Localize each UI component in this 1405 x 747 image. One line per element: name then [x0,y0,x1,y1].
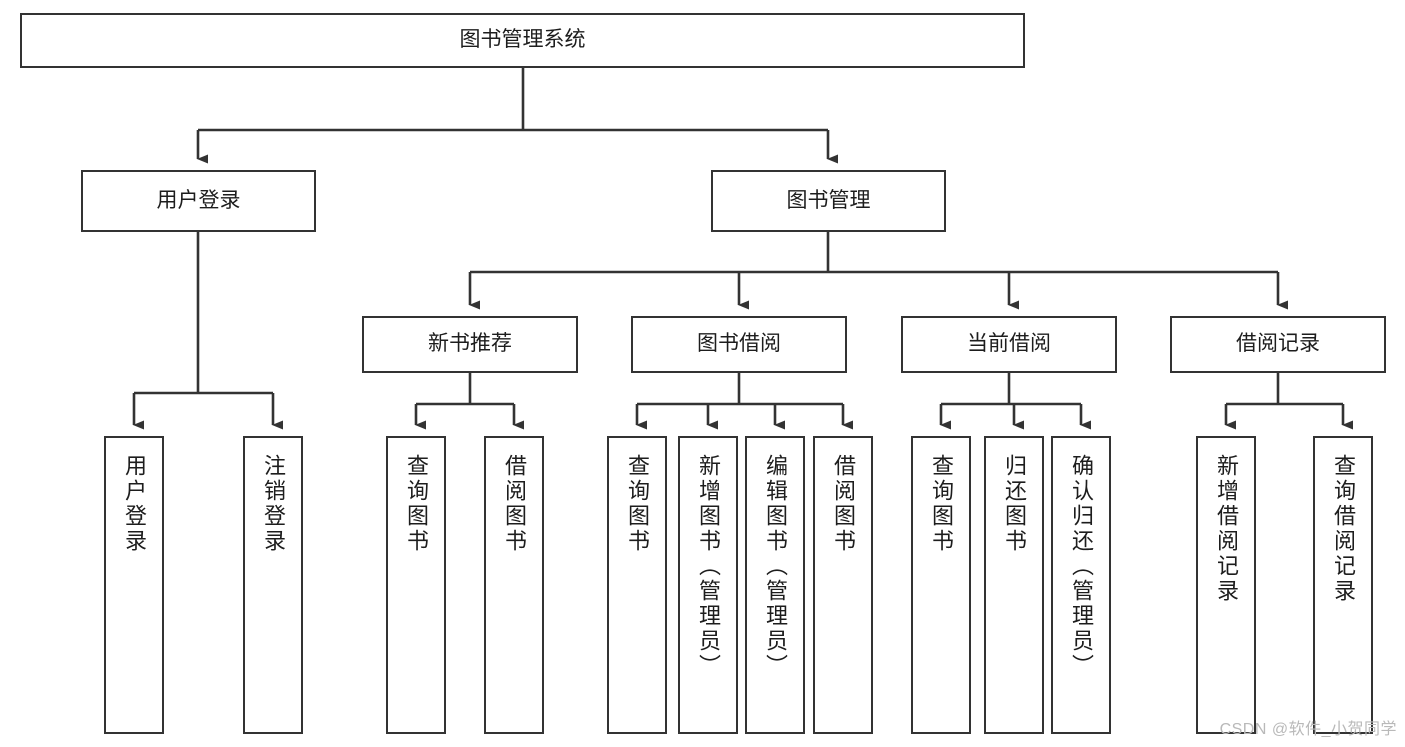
node-label: 查询图书 [625,454,650,554]
leaf-logout[interactable]: 注销登录 [243,436,303,734]
node-label: 借阅图书 [831,454,856,554]
leaf-query-book-recommendation[interactable]: 查询图书 [386,436,446,734]
node-label: 借阅记录 [1236,332,1320,356]
node-label: 用户登录 [156,188,241,212]
leaf-borrow-book-borrowing[interactable]: 借阅图书 [813,436,873,734]
leaf-query-book-borrowing[interactable]: 查询图书 [607,436,667,734]
node-label: 确认归还（管理员） [1069,454,1094,679]
node-user-login[interactable]: 用户登录 [81,170,316,232]
node-root-book-management-system[interactable]: 图书管理系统 [20,13,1025,68]
node-label: 新书推荐 [428,332,512,356]
leaf-add-book-admin[interactable]: 新增图书（管理员） [678,436,738,734]
leaf-query-borrowing-record[interactable]: 查询借阅记录 [1313,436,1373,734]
node-book-borrowing[interactable]: 图书借阅 [631,316,847,373]
node-label: 查询借阅记录 [1331,454,1356,604]
node-label: 借阅图书 [502,454,527,554]
node-label: 新增图书（管理员） [696,454,721,679]
node-label: 图书管理 [786,188,871,212]
node-borrowing-records[interactable]: 借阅记录 [1170,316,1386,373]
node-current-borrowing[interactable]: 当前借阅 [901,316,1117,373]
leaf-edit-book-admin[interactable]: 编辑图书（管理员） [745,436,805,734]
node-label: 归还图书 [1002,454,1027,554]
leaf-borrow-book-recommendation[interactable]: 借阅图书 [484,436,544,734]
node-label: 注销登录 [261,454,286,554]
node-label: 新增借阅记录 [1214,454,1239,604]
leaf-user-login[interactable]: 用户登录 [104,436,164,734]
node-label: 查询图书 [929,454,954,554]
leaf-return-book[interactable]: 归还图书 [984,436,1044,734]
node-book-management[interactable]: 图书管理 [711,170,946,232]
leaf-query-book-current[interactable]: 查询图书 [911,436,971,734]
leaf-add-borrowing-record[interactable]: 新增借阅记录 [1196,436,1256,734]
node-label: 用户登录 [122,454,147,554]
node-label: 查询图书 [404,454,429,554]
node-label: 当前借阅 [967,332,1051,356]
leaf-confirm-return-admin[interactable]: 确认归还（管理员） [1051,436,1111,734]
node-label: 图书管理系统 [459,28,586,52]
node-new-book-recommendation[interactable]: 新书推荐 [362,316,578,373]
csdn-watermark: CSDN @软件_小贺同学 [1219,721,1397,738]
node-label: 图书借阅 [697,332,781,356]
node-label: 编辑图书（管理员） [763,454,788,679]
